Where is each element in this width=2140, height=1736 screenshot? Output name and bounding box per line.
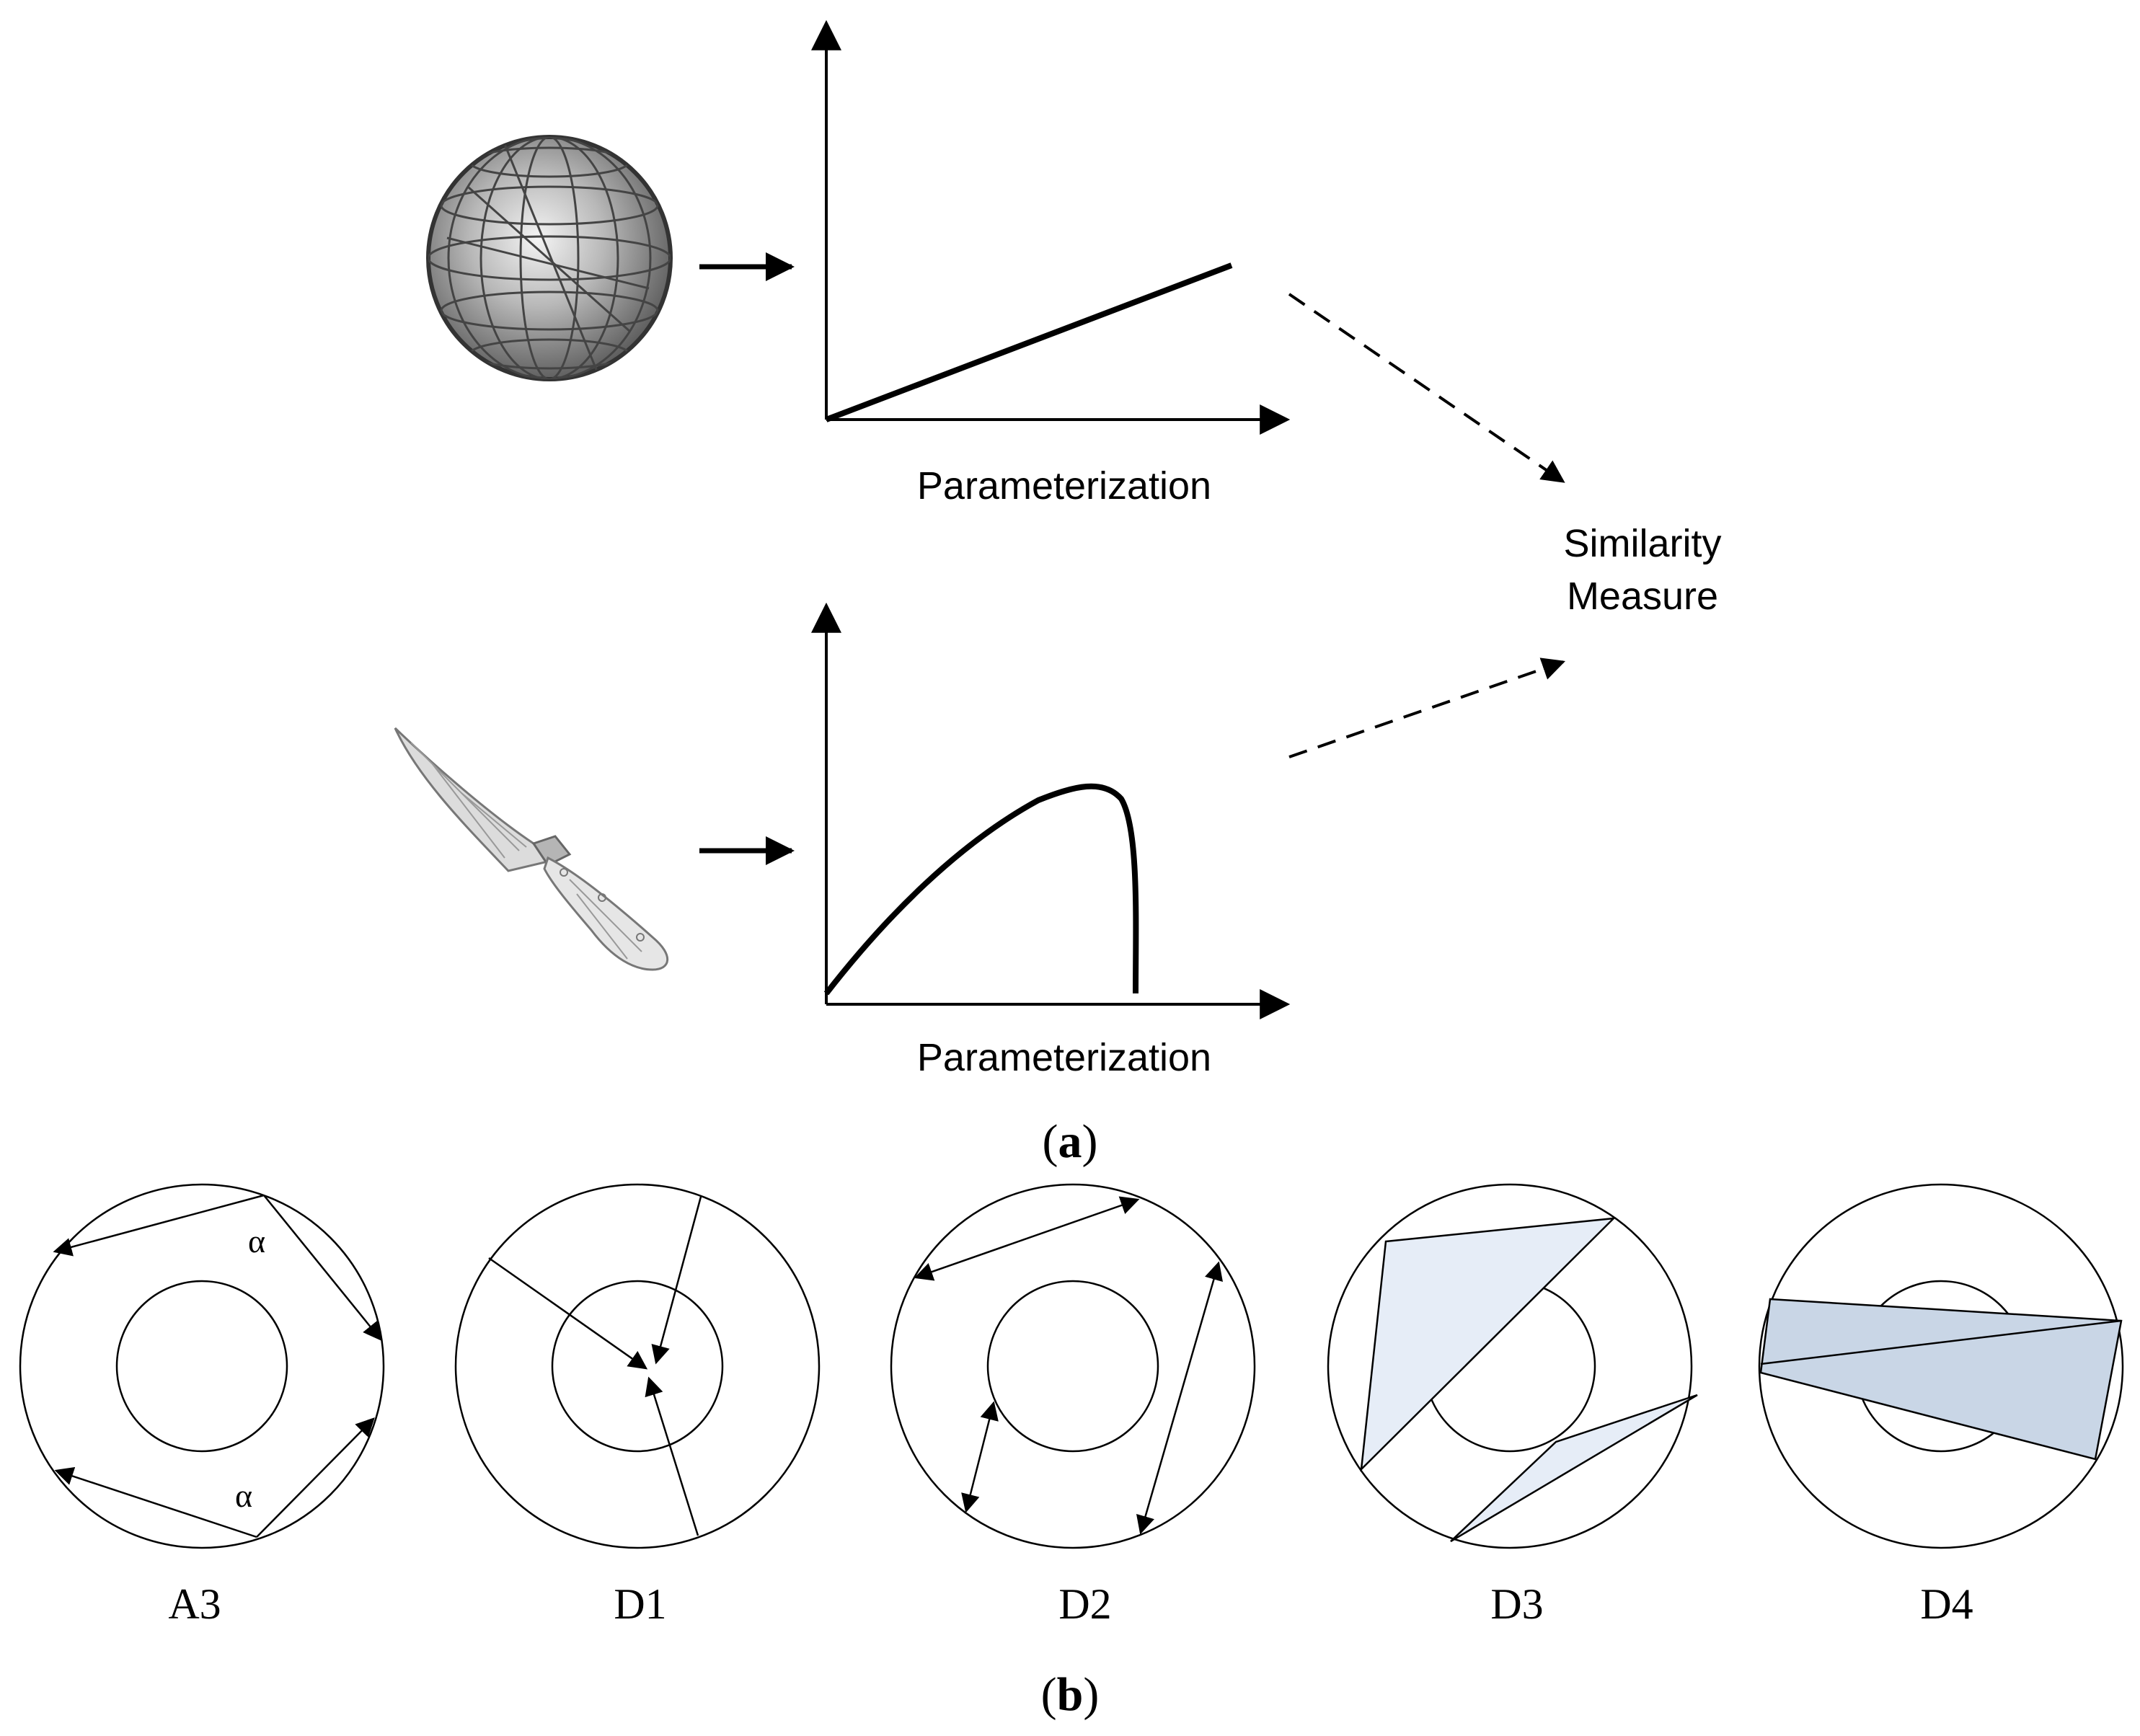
diagram-d2: D2 <box>890 1183 1256 1628</box>
d2-outer-circle <box>890 1183 1256 1549</box>
d3-triangle-small <box>1450 1394 1698 1543</box>
top-chart-linear-curve <box>825 262 1233 422</box>
bottom-chart-x-label: Parameterization <box>917 1036 1211 1079</box>
bottom-chart-curve <box>823 783 1139 996</box>
similarity-measure-label: Similarity Measure <box>1563 522 1721 618</box>
d3-outer-circle <box>1327 1183 1693 1549</box>
d1-label: D1 <box>614 1580 666 1628</box>
d4-label: D4 <box>1920 1580 1973 1628</box>
d4-diagonal <box>1760 1319 2122 1365</box>
d4-outer-circle <box>1758 1183 2124 1549</box>
diagram-a3: α α A3 <box>19 1183 385 1628</box>
d2-inner-circle <box>986 1280 1159 1453</box>
sphere-mesh-icon <box>426 135 673 381</box>
d2-label: D2 <box>1058 1580 1111 1628</box>
d3-label: D3 <box>1490 1580 1543 1628</box>
similarity-line-2: Measure <box>1567 575 1718 618</box>
d1-arrow-2 <box>651 1196 702 1365</box>
d3-triangle-large <box>1360 1217 1617 1472</box>
panel-a: Parameterization Parameterization Simila… <box>394 19 1722 1168</box>
d1-arrow-1 <box>488 1257 648 1370</box>
a3-arrow-1 <box>53 1194 265 1257</box>
a3-arrow-4 <box>256 1417 375 1538</box>
a3-outer-circle <box>19 1183 385 1549</box>
d1-arrow-3 <box>645 1376 699 1536</box>
d4-quadrilateral <box>1759 1298 2123 1461</box>
a3-angle-label-top: α <box>248 1223 265 1259</box>
panel-b-caption: (b) <box>1041 1668 1100 1721</box>
a3-arrow-3 <box>54 1467 257 1538</box>
panel-b: α α A3 D1 D2 D3 <box>19 1183 2124 1721</box>
bottom-chart: Parameterization <box>811 602 1291 1079</box>
d2-arrow-1 <box>914 1196 1140 1281</box>
diagram-d1: D1 <box>454 1183 821 1628</box>
top-dashed-arrow <box>1288 293 1565 483</box>
d2-arrow-3 <box>961 1401 999 1513</box>
d2-arrow-2 <box>1136 1261 1223 1535</box>
d1-inner-circle <box>551 1280 724 1453</box>
diagram-d3: D3 <box>1327 1183 1698 1628</box>
top-chart-x-label: Parameterization <box>917 464 1211 508</box>
top-chart: Parameterization <box>811 19 1291 508</box>
panel-a-caption: (a) <box>1043 1115 1098 1168</box>
diagram-d4: D4 <box>1758 1183 2124 1628</box>
knife-mesh-icon <box>394 727 669 971</box>
d1-outer-circle <box>454 1183 821 1549</box>
a3-arrow-2 <box>263 1195 382 1342</box>
similarity-line-1: Similarity <box>1563 522 1721 565</box>
a3-inner-circle <box>115 1280 288 1453</box>
bottom-dashed-arrow <box>1288 657 1566 758</box>
a3-label: A3 <box>168 1580 221 1628</box>
a3-angle-label-bottom: α <box>235 1477 252 1514</box>
